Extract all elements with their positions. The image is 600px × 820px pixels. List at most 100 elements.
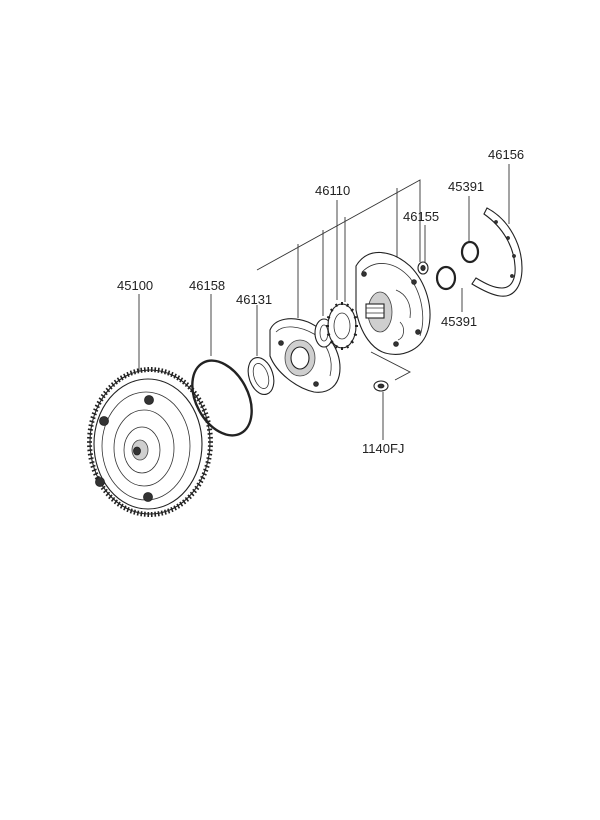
gear-tooth [353,333,358,337]
gear-tooth [133,509,137,515]
pump-bolt [417,261,429,275]
part-label-seal-ring-lower: 45391 [441,314,477,329]
gear-tooth [334,303,338,307]
outer-gear-teeth [326,302,358,350]
gear-tooth [157,367,160,373]
gear-tooth [173,505,177,511]
gear-tooth [133,369,137,375]
gear-tooth [91,468,97,472]
gear-tooth [201,408,207,412]
gear-tooth [88,457,94,460]
torque-converter [87,367,213,517]
gear-tooth [89,420,95,424]
part-label-o-ring: 46158 [189,278,225,293]
gear-tooth [160,368,164,374]
gear-tooth [90,416,96,420]
seal-ring-lower [435,265,457,291]
gear-tooth [184,382,190,388]
part-label-oil-seal: 46131 [236,292,272,307]
gear-tooth [329,308,334,312]
gear-tooth [126,506,130,513]
gear-tooth [187,384,192,390]
gear-tooth [100,393,106,399]
gear-tooth [129,508,133,514]
gear-tooth [170,506,174,513]
gear-tooth [194,485,200,491]
gear-tooth [100,485,106,491]
gear-tooth [89,460,95,464]
gear-tooth [207,432,213,435]
gear-tooth [207,449,213,452]
gear-tooth [173,373,177,379]
gear-tooth [110,496,116,502]
gear-tooth [176,375,181,381]
gear-tooth [205,460,211,464]
gear-tooth [207,453,213,456]
gear-tooth [113,379,118,385]
gear-tooth [189,491,195,497]
gear-tooth [103,390,108,396]
gear-tooth [108,494,113,500]
gear-tooth [87,449,93,452]
pump-body [355,251,431,355]
flange-bolt [373,380,389,392]
gear-tooth [119,375,124,381]
gear-tooth [110,382,116,388]
gear-tooth [326,333,331,337]
part-label-seal-ring-upper: 45391 [448,179,484,194]
outer-gear [326,302,358,350]
gear-tooth [329,340,334,344]
gear-tooth [350,308,355,312]
gear-tooth [140,511,143,517]
part-label-torque-converter: 45100 [117,278,153,293]
gear-tooth [198,479,204,484]
gear-tooth [194,393,200,399]
gear-tooth [94,475,100,480]
gear-tooth [179,501,184,507]
gear-tooth [201,472,207,476]
gear-tooth [98,397,104,402]
gear-tooth [87,453,93,456]
gasket [471,207,523,297]
gear-tooth [167,508,171,514]
gear-tooth [93,408,99,412]
gear-tooth [204,464,210,468]
gear-tooth [94,404,100,409]
seal-ring-upper [460,240,480,264]
gear-tooth [353,315,358,319]
gear-tooth [200,475,206,480]
gear-tooth [140,367,143,373]
gear-tooth [103,488,108,494]
gear-tooth [346,345,350,349]
gear-tooth [123,505,127,511]
gear-tooth [176,503,181,509]
gear-tooth [105,491,111,497]
gear-tooth [157,511,160,517]
gear-tooth [206,457,212,460]
gear-tooth [182,379,187,385]
gear-tooth [113,499,118,505]
gear-tooth [163,369,167,375]
gear-tooth [207,428,213,431]
gear-tooth [126,371,130,378]
gear-tooth [203,468,209,472]
gear-tooth [123,373,127,379]
leader-lines [138,164,510,440]
gear-tooth [108,384,113,390]
gear-tooth [163,509,167,515]
gear-tooth [136,368,140,374]
gear-tooth [187,494,192,500]
gear-tooth [105,387,111,393]
gear-tooth [160,510,164,516]
gear-tooth [119,503,124,509]
gear-tooth [203,412,209,416]
gear-tooth [116,377,121,383]
gear-tooth [96,400,102,405]
gear-tooth [346,303,350,307]
part-label-pump-bolt: 46155 [403,209,439,224]
gear-tooth [90,464,96,468]
o-ring [191,359,253,437]
gear-tooth [129,370,133,376]
gear-tooth [192,488,197,494]
